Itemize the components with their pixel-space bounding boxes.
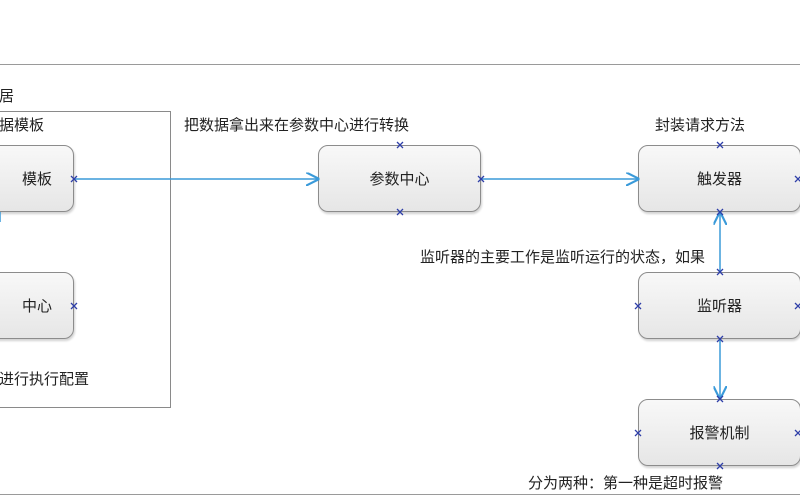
top-border-line bbox=[0, 64, 800, 65]
template-node-label: 模板 bbox=[21, 170, 52, 188]
group-footer: 进行执行配置 bbox=[0, 370, 90, 388]
trigger-node-label: 触发器 bbox=[696, 170, 742, 188]
alarm-node[interactable]: 报警机制 bbox=[638, 399, 800, 466]
request-label: 封装请求方法 bbox=[655, 116, 746, 134]
bottom-border-line bbox=[0, 494, 800, 495]
center-node-label: 中心 bbox=[21, 297, 52, 315]
template-group-container bbox=[0, 111, 171, 408]
param-center-node-label: 参数中心 bbox=[369, 170, 430, 188]
template-node[interactable]: 模板 bbox=[0, 145, 74, 212]
alarm-description: 分为两种：第一种是超时报警 bbox=[528, 474, 724, 492]
listener-node-label: 监听器 bbox=[696, 297, 742, 315]
convert-label: 把数据拿出来在参数中心进行转换 bbox=[184, 116, 410, 134]
center-node[interactable]: 中心 bbox=[0, 272, 74, 339]
trigger-node[interactable]: 触发器 bbox=[638, 145, 800, 212]
listener-description: 监听器的主要工作是监听运行的状态，如果 bbox=[420, 248, 706, 266]
listener-node[interactable]: 监听器 bbox=[638, 272, 800, 339]
group-subtitle: 据模板 bbox=[0, 116, 45, 134]
group-title: 居 bbox=[0, 87, 15, 105]
param-center-node[interactable]: 参数中心 bbox=[318, 145, 481, 212]
alarm-node-label: 报警机制 bbox=[689, 424, 750, 442]
